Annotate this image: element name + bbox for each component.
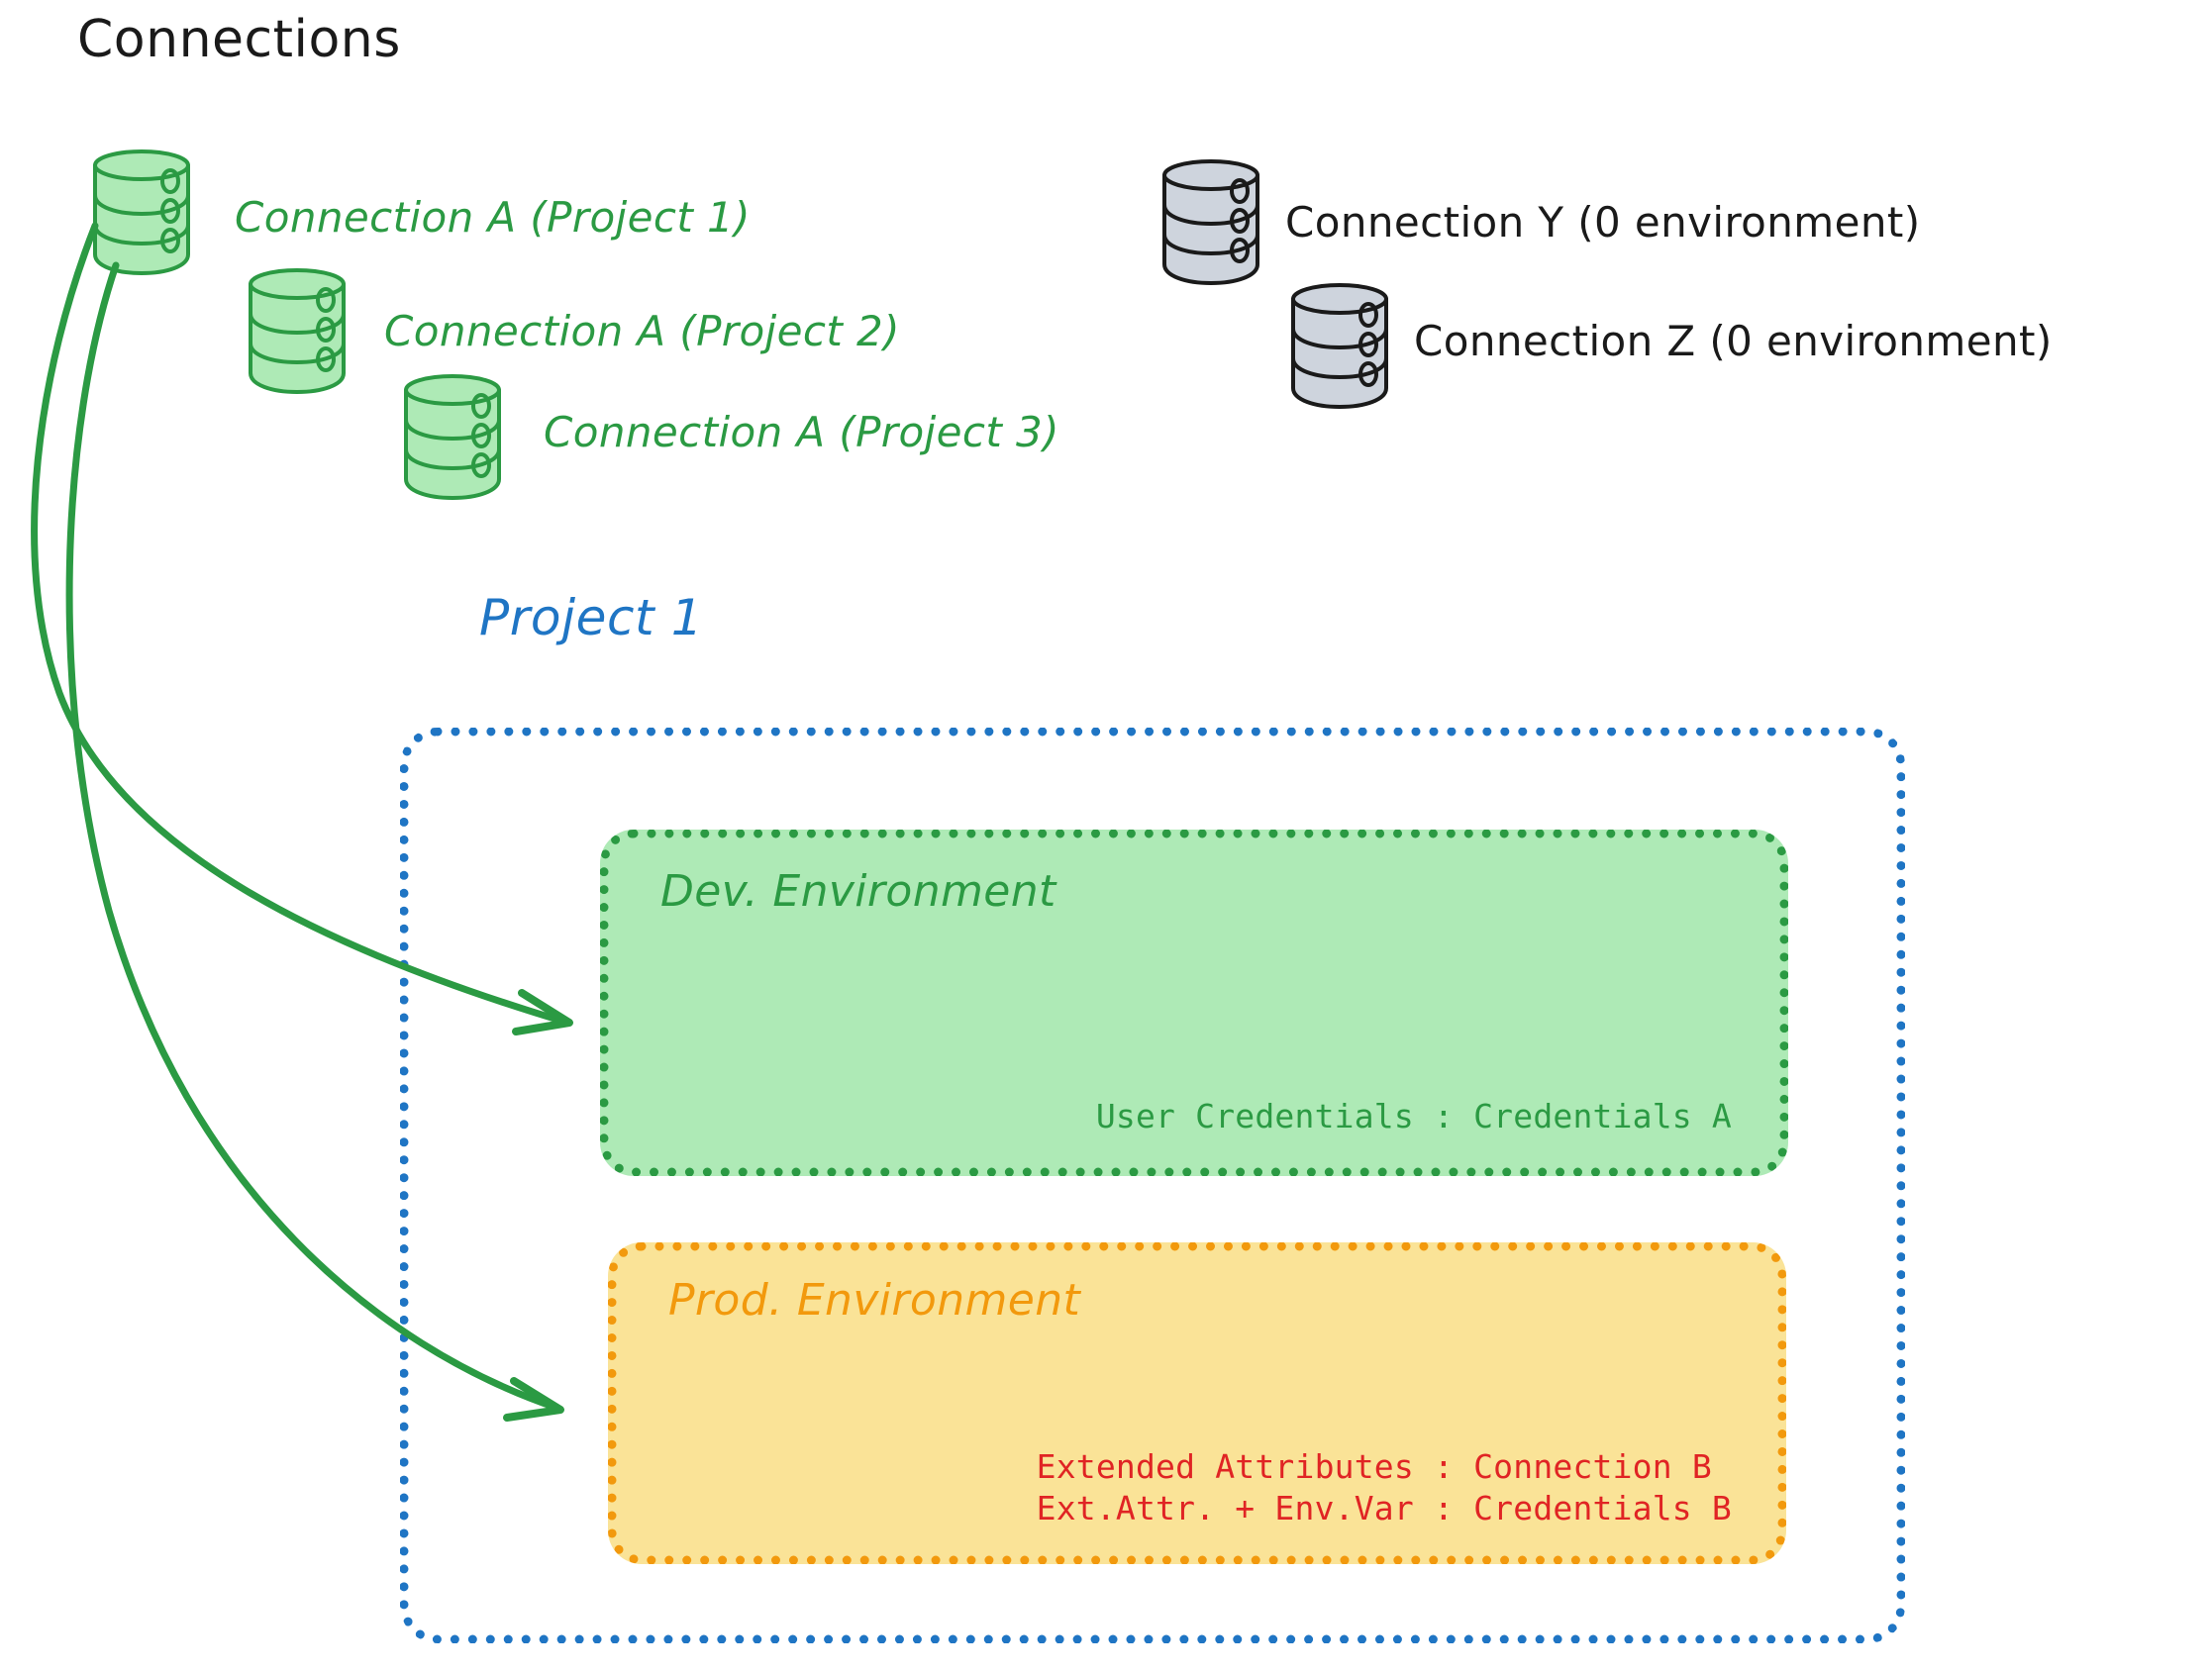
- project-title: Project 1: [479, 589, 704, 646]
- database-icon-conn-a-p3: [398, 368, 507, 502]
- connection-label-conn-a-p2: Connection A (Project 2): [384, 307, 900, 355]
- connection-label-conn-a-p3: Connection A (Project 3): [544, 408, 1059, 456]
- database-icon-conn-y: [1156, 153, 1265, 287]
- database-icon-conn-a-p2: [243, 262, 352, 396]
- environment-title-prod: Prod. Environment: [668, 1275, 1081, 1326]
- database-icon-conn-z: [1285, 277, 1394, 411]
- database-icon-conn-a-p1: [87, 144, 196, 277]
- environment-title-dev: Dev. Environment: [660, 866, 1056, 917]
- environment-entry: Ext.Attr. + Env.Var : Credentials B: [1036, 1488, 1732, 1527]
- environment-entries-prod: Extended Attributes : Connection B Ext.A…: [1037, 1446, 1732, 1529]
- environment-entry: User Credentials : Credentials A: [1095, 1097, 1732, 1135]
- connection-label-conn-y: Connection Y (0 environment): [1285, 198, 1921, 246]
- connection-label-conn-z: Connection Z (0 environment): [1414, 317, 2053, 365]
- environment-entry: Extended Attributes : Connection B: [1036, 1446, 1712, 1486]
- environment-box-dev: Dev. Environment User Credentials : Cred…: [600, 830, 1788, 1176]
- page-title: Connections: [77, 10, 401, 69]
- environment-entries-dev: User Credentials : Credentials A: [1096, 1097, 1732, 1135]
- environment-box-prod: Prod. Environment Extended Attributes : …: [608, 1242, 1786, 1564]
- connection-label-conn-a-p1: Connection A (Project 1): [235, 193, 751, 242]
